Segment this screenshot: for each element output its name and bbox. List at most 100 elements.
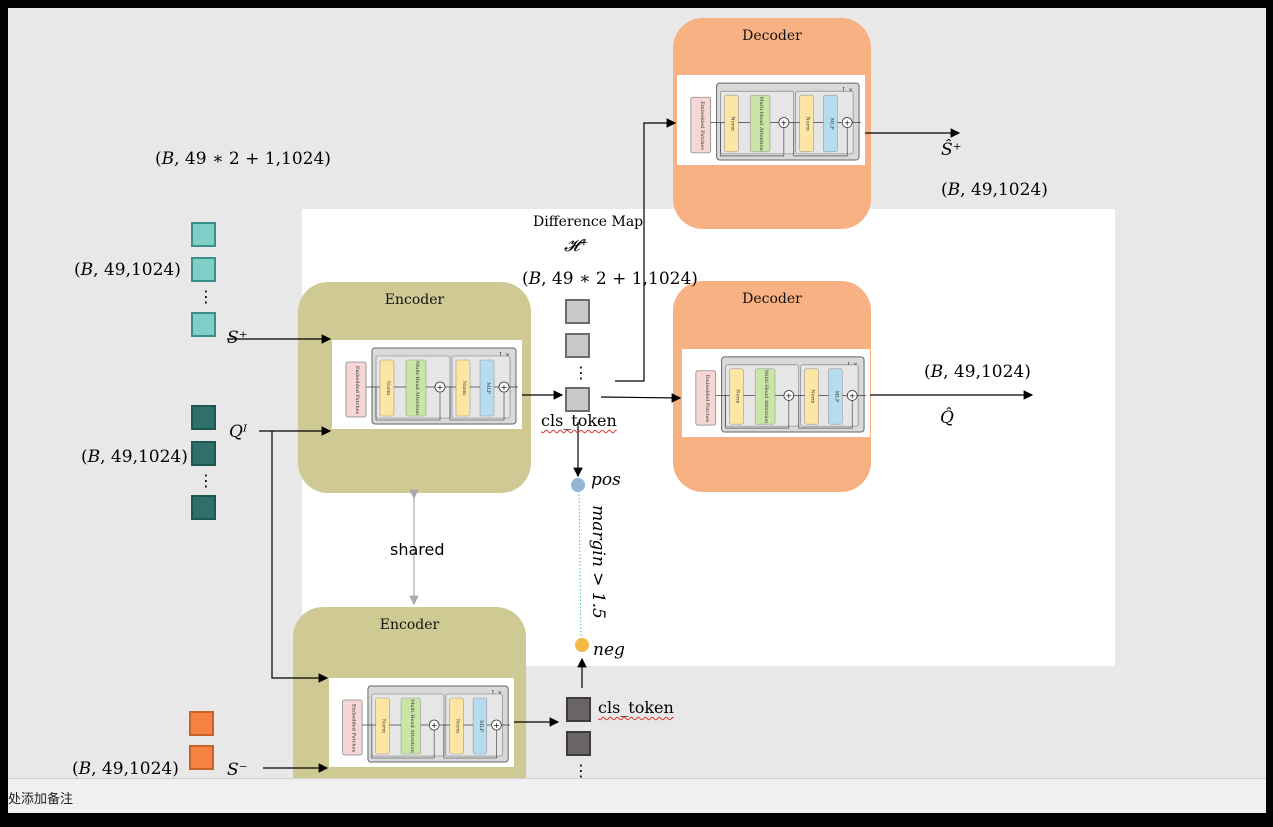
embedded-patches-box (345, 361, 367, 418)
plus-1: + (781, 118, 788, 127)
norm2-label: Norm (810, 389, 816, 404)
norm2-label: Norm (805, 116, 811, 131)
slide-canvas: Decoder Decoder Encoder Encoder L × Embed… (8, 8, 1266, 812)
attention-label: Multi-Head Attention (758, 96, 764, 151)
encoder-title-top: Encoder (384, 292, 445, 308)
embedded-patches-box (690, 96, 712, 154)
residual-path-1 (375, 387, 441, 421)
grey-token-2 (565, 333, 590, 358)
attention-label: Multi-Head Attention (763, 370, 769, 424)
notes-placeholder[interactable]: 处添加备注 (8, 792, 74, 807)
q-hat-label: Q̂ (940, 408, 954, 428)
pos-label: pos (591, 470, 621, 490)
dim-label-dark: (𝐵, 49,1024) (81, 447, 188, 467)
embedded-patches-label: Embedded Patches (354, 366, 360, 415)
transformer-group: L × Embedded Patches Norm Multi-Head Attent… (345, 347, 518, 425)
residual-path-1 (725, 395, 790, 429)
decoder-title-top: Decoder (742, 28, 802, 44)
norm2-label: Norm (455, 719, 461, 734)
residual-path-2 (443, 725, 497, 759)
dark-grey-ellipsis: ⋮ (573, 761, 589, 780)
grey-token-cls (565, 387, 590, 412)
norm1-box (379, 359, 395, 417)
orange-token-2 (189, 745, 214, 770)
residual-path-1 (720, 122, 785, 157)
teal-token-1 (191, 222, 216, 247)
residual-path-2 (798, 395, 853, 429)
arrow-tokens-to-decoder (600, 393, 682, 403)
s-minus-label: S⁻ (227, 760, 248, 780)
lx-label: L × (847, 361, 858, 368)
norm1-label: Norm (734, 389, 740, 404)
difference-map-label: Difference Map (533, 214, 644, 230)
grey-token-1 (565, 299, 590, 324)
decoder-title-mid: Decoder (742, 291, 802, 307)
lx-label: L × (499, 352, 510, 359)
residual-path-1 (371, 725, 435, 759)
attention-box (400, 697, 421, 755)
plus-1: + (431, 721, 438, 730)
teal-ellipsis: ⋮ (198, 287, 214, 306)
norm2-box (799, 94, 814, 153)
attention-label: Multi-Head Attention (414, 361, 420, 416)
teal-token-3 (191, 312, 216, 337)
dark-teal-token-2 (191, 441, 216, 466)
mlp-label: MLP (833, 391, 839, 403)
dark-teal-token-1 (191, 405, 216, 430)
cls-token-label-bottom: cls_token (598, 698, 674, 717)
transformer-group: L × Embedded Patches Norm Multi-Head Attent… (695, 356, 867, 433)
embedded-patches-label: Embedded Patches (699, 101, 705, 150)
mlp-box (479, 359, 495, 417)
encoder-title-bottom: Encoder (379, 617, 440, 633)
grey-ellipsis: ⋮ (573, 363, 589, 382)
plus-2: + (493, 721, 500, 730)
plus-2: + (501, 383, 508, 392)
mlp-label: MLP (828, 118, 834, 131)
dark-grey-token-cls (566, 697, 591, 722)
s-plus-label: S⁺ (227, 328, 248, 348)
dim-label-s-plus-out: (𝐵, 49,1024) (941, 180, 1048, 200)
mlp-box (472, 697, 488, 755)
norm1-box (724, 94, 739, 153)
transformer-block-decoder-mid: L × Embedded Patches Norm Multi-Head Attent… (682, 349, 870, 437)
cls-token-text-bottom: cls_token (598, 698, 674, 717)
arrow-tokens-to-decoder-top (615, 118, 677, 382)
h-plus-label: 𝓗⁺ (564, 236, 589, 256)
dark-grey-token-2 (566, 731, 591, 756)
shared-label: shared (390, 540, 445, 559)
norm2-label: Norm (461, 381, 467, 396)
norm2-box (455, 359, 471, 417)
mlp-label: MLP (485, 382, 491, 394)
notes-pane[interactable]: 处添加备注 (8, 778, 1266, 813)
neg-label: neg (593, 640, 625, 660)
residual-path-2 (793, 122, 848, 157)
embedded-patches-box (695, 370, 717, 426)
dim-label-orange: (𝐵, 49,1024) (72, 759, 179, 779)
mlp-box (823, 94, 838, 153)
margin-dotted-line (578, 490, 582, 641)
mlp-box (828, 368, 843, 425)
dim-label-center: (𝐵, 49 ∗ 2 + 1,1024) (522, 269, 698, 289)
connector-layer (227, 118, 1034, 773)
margin-label: margin > 1.5 (587, 505, 608, 619)
plus-2: + (844, 118, 851, 127)
transformer-diagram: L × Embedded Patches Norm Multi-Head Attent… (345, 347, 518, 425)
embedded-patches-label: Embedded Patches (704, 375, 710, 423)
transformer-block-encoder-top: L × Embedded Patches Norm Multi-Head Attent… (332, 340, 522, 429)
norm2-box (449, 697, 464, 755)
attention-box (754, 368, 776, 425)
attention-label: Multi-Head Attention (409, 699, 415, 754)
orange-token-1 (189, 711, 214, 736)
plus-1: + (437, 383, 444, 392)
residual-path-2 (449, 387, 505, 421)
norm1-label: Norm (385, 381, 391, 396)
attention-box (749, 94, 771, 153)
plus-2: + (849, 391, 856, 400)
norm2-box (804, 368, 819, 425)
norm1-label: Norm (729, 116, 735, 131)
neg-dot (575, 638, 589, 652)
